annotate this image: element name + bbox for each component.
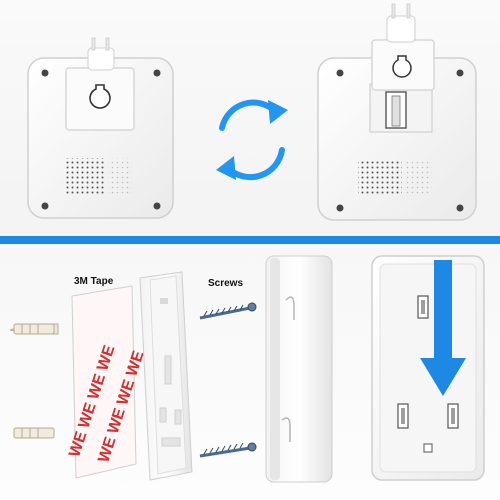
screw-hole-icon [153,202,161,210]
screw-hole-icon [41,69,49,77]
screw-icon [199,442,257,458]
keyhole-icon [392,55,412,78]
speaker-grille-icon [358,160,402,196]
screw-hole-icon [456,69,464,77]
receiver-back-right [317,3,477,221]
screws-label: Screws [208,278,244,289]
tape-label: 3M Tape [74,276,114,287]
screw-hole-icon [153,69,161,77]
screw-hole-icon [336,69,344,77]
blue-divider [0,236,500,244]
screw-hole-icon [336,204,344,212]
screw-hole-icon [456,204,464,212]
button-side-view [265,255,333,483]
speaker-grille-icon [66,158,106,194]
rotate-arrows-icon [216,99,288,181]
screw-hole-icon [41,202,49,210]
wall-anchor-icon [13,427,55,439]
keyhole-icon [89,84,111,109]
adhesive-tape: WE WE WE WE WE WE WE WE [66,285,148,479]
mounting-plate [139,271,193,481]
receiver-back-left [27,37,174,219]
down-arrow-icon [420,260,466,396]
screw-icon [199,302,257,320]
wall-anchor-icon [9,323,59,335]
